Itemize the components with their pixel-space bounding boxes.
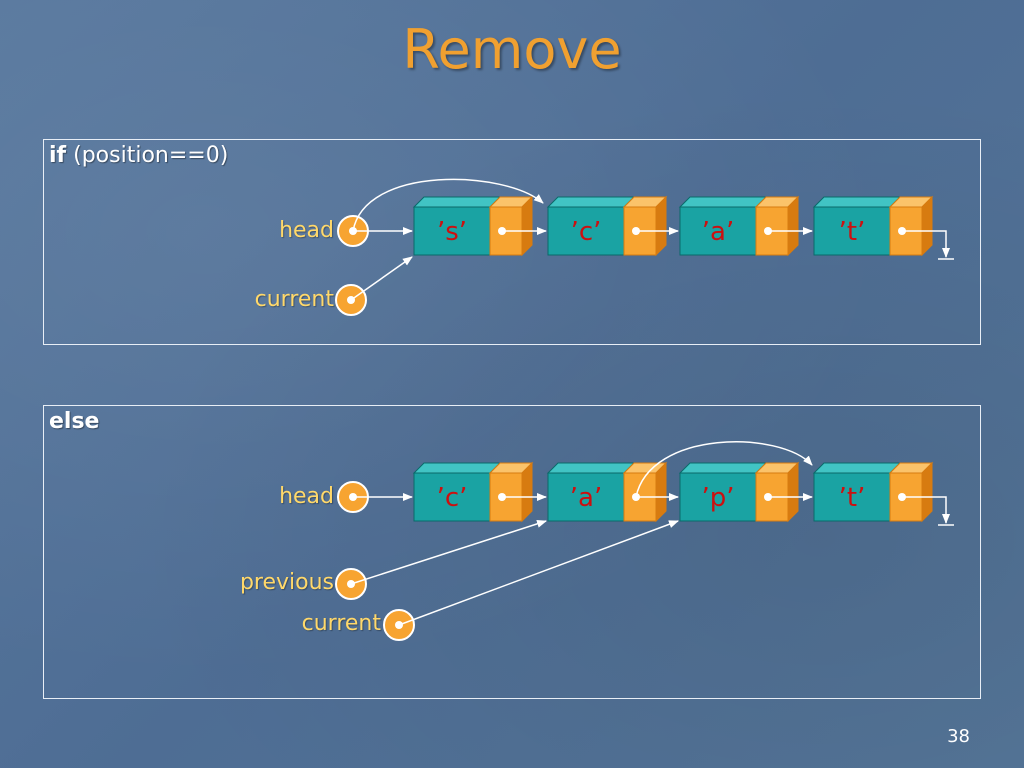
page-number: 38 — [947, 726, 970, 747]
panel_if-node-3-ptr-side — [921, 195, 933, 257]
panel_if-node-2-value: ’a’ — [702, 217, 734, 247]
panel_else-node-3: ’t’ — [812, 461, 934, 523]
else-keyword: else — [49, 409, 100, 434]
panel_else-node-3-top — [812, 462, 902, 474]
panel_if-node-2: ’a’ — [678, 195, 800, 257]
panel_else-node-1-top — [546, 462, 636, 474]
panel_if-node-0-body — [413, 206, 491, 256]
panel_else-node-1-value: ’a’ — [570, 483, 602, 513]
if-head-bypass-link — [352, 178, 544, 232]
panel_else-node-0: ’c’ — [412, 461, 534, 523]
panel_else-node-2-ptr-side — [787, 461, 799, 523]
panel_else-node-3-value: ’t’ — [839, 483, 866, 513]
panel_if-node-0-value: ’s’ — [437, 217, 467, 247]
if-heading: if (position==0) — [49, 143, 228, 168]
else-current-label: current — [301, 611, 381, 636]
panel_if-node-3-top — [812, 196, 902, 208]
if-keyword: if — [49, 143, 67, 168]
panel_if-node-2-top — [678, 196, 768, 208]
panel_else-node-1: ’a’ — [546, 461, 668, 523]
panel_if-node-0: ’s’ — [412, 195, 534, 257]
panel_else-node-2-body — [679, 472, 757, 522]
panel_else-node-0-body — [413, 472, 491, 522]
if-condition: (position==0) — [73, 143, 229, 168]
else-previous-link — [350, 519, 547, 585]
panel_else-node-2: ’p’ — [678, 461, 800, 523]
panel_if-node-2-ptr-side — [787, 195, 799, 257]
else-previous-label: previous — [239, 570, 334, 595]
panel_else-node-0-top — [412, 462, 502, 474]
panel_else-node-3-ptr-side — [921, 461, 933, 523]
if-current-link — [350, 256, 413, 301]
panel_if-null-link — [902, 230, 950, 258]
if-current-label: current — [254, 287, 334, 312]
panel-else — [43, 405, 981, 699]
panel_if-node-2-body — [679, 206, 757, 256]
panel_else-node-3-ptr — [889, 472, 923, 522]
links-layer — [350, 178, 954, 626]
panel_else-node-0-value: ’c’ — [437, 483, 468, 513]
panel_if-node-3-body — [813, 206, 891, 256]
if-head-label: head — [279, 218, 334, 243]
panel_else-node-0-ptr-side — [521, 461, 533, 523]
panel_else-node-2-top — [678, 462, 768, 474]
panel_if-node-0-ptr-side — [521, 195, 533, 257]
panel_else-node-1-body — [547, 472, 625, 522]
panel_if-node-1-top — [546, 196, 636, 208]
nodes-layer: ’s’ ’c’ ’a’ ’t’ ’c’ ’a’ ’p’ ’t’ — [335, 195, 934, 641]
slide-title: Remove — [402, 18, 622, 81]
panel_else-node-2-value: ’p’ — [701, 483, 734, 513]
else-bypass-link — [635, 441, 813, 498]
panel_if-node-0-top — [412, 196, 502, 208]
else-head-label: head — [279, 484, 334, 509]
panel-if — [43, 139, 981, 345]
panel_if-node-1-ptr-side — [655, 195, 667, 257]
else-current-link — [398, 520, 679, 626]
panel_else-null-link — [902, 496, 950, 524]
panel_if-node-1: ’c’ — [546, 195, 668, 257]
else-heading: else — [49, 409, 99, 434]
panel_if-node-3: ’t’ — [812, 195, 934, 257]
panel_else-node-1-ptr-side — [655, 461, 667, 523]
panel_if-node-3-value: ’t’ — [839, 217, 866, 247]
panel_if-node-1-value: ’c’ — [571, 217, 602, 247]
